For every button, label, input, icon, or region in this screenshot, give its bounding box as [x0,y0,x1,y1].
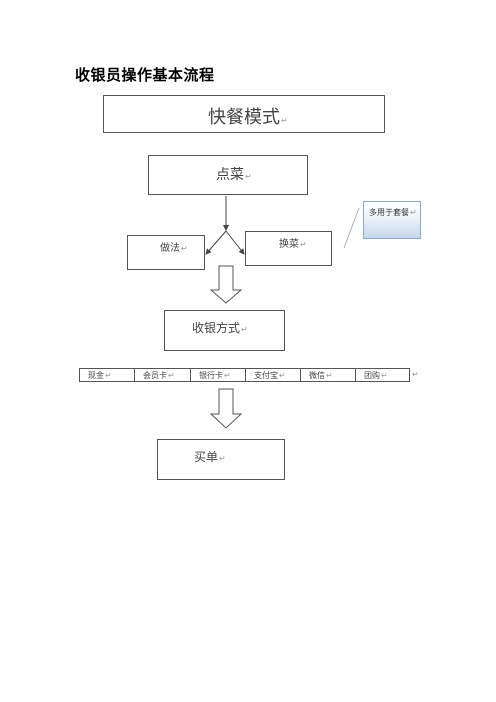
payment-option-text: 团购 [364,371,380,380]
payment-option-text: 支付宝 [254,371,278,380]
checkout-box: 买单↵ [157,439,285,480]
paragraph-mark: ↵ [279,371,286,380]
paragraph-mark: ↵ [181,244,188,253]
note-text: 多用于套餐 [369,208,409,217]
paragraph-mark: ↵ [168,371,175,380]
block-arrow-to-checkout [209,388,243,429]
paragraph-mark: ↵ [326,371,333,380]
swap-branch-line [225,230,245,255]
checkout-text: 买单 [194,450,219,464]
paragraph-mark: ↵ [412,370,419,379]
paragraph-mark: ↵ [281,116,288,125]
mode-label: 快餐模式↵ [208,103,288,129]
payment-option-text: 现金 [88,371,104,380]
paragraph-mark: ↵ [410,208,417,217]
paragraph-mark: ↵ [241,325,248,334]
payment-option-member-card: 会员卡↵ [135,369,191,381]
document-title: 收银员操作基本流程 [75,66,215,84]
payment-option-alipay: 支付宝↵ [246,369,301,381]
order-text: 点菜 [216,167,244,183]
method-text: 做法 [160,243,180,254]
mode-box: 快餐模式↵ [103,95,385,133]
payment-option-bank-card: 银行卡↵ [191,369,246,381]
payment-method-box: 收银方式↵ [164,310,285,351]
note-callout: 多用于套餐↵ [363,201,421,239]
payment-option-text: 会员卡 [143,371,167,380]
method-label: 做法↵ [160,239,188,254]
paragraph-mark: ↵ [245,172,252,181]
payment-option-cash: 现金↵ [80,369,135,381]
swap-label: 换菜↵ [279,235,307,250]
order-box: 点菜↵ [148,155,308,195]
swap-box: 换菜↵ [245,231,332,266]
paragraph-mark: ↵ [381,371,388,380]
mode-text: 快餐模式 [208,107,280,128]
paragraph-mark: ↵ [300,240,307,249]
paragraph-mark: ↵ [219,454,226,463]
method-branch-line [205,230,227,255]
method-box: 做法↵ [127,235,205,270]
checkout-label: 买单↵ [194,448,226,465]
order-label: 点菜↵ [216,164,252,184]
payment-method-label: 收银方式↵ [192,319,248,336]
payment-option-text: 微信 [309,371,325,380]
payment-option-text: 银行卡 [199,371,223,380]
paragraph-mark: ↵ [105,371,112,380]
swap-text: 换菜 [279,239,299,250]
payment-method-text: 收银方式 [192,321,241,335]
note-callout-line [343,207,360,249]
paragraph-mark: ↵ [224,371,231,380]
payment-options-row: 现金↵ 会员卡↵ 银行卡↵ 支付宝↵ 微信↵ 团购↵ [79,368,410,382]
block-arrow-to-payment [209,265,243,304]
payment-option-group-buy: 团购↵ [356,369,411,381]
payment-option-wechat: 微信↵ [301,369,356,381]
